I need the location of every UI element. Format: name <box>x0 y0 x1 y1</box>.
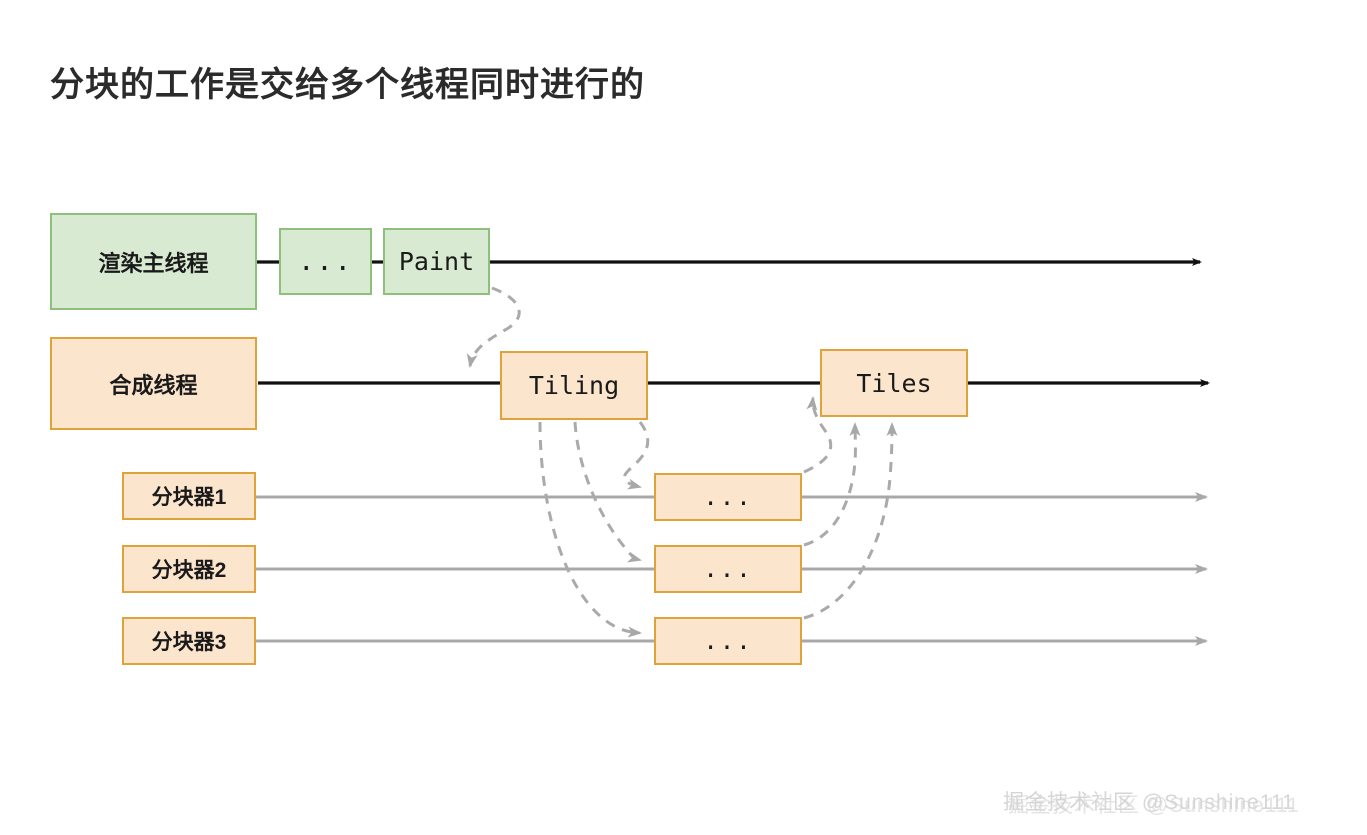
lane-label-tiler-1[interactable]: 分块器1 <box>122 472 256 520</box>
block-paint[interactable]: Paint <box>383 228 490 295</box>
block-tiler-2-work[interactable]: ... <box>654 545 802 593</box>
block-tiler-3-work[interactable]: ... <box>654 617 802 665</box>
block-main-ellipsis[interactable]: ... <box>279 228 372 295</box>
page-title: 分块的工作是交给多个线程同时进行的 <box>50 66 645 104</box>
flow-tiler-2-to-tiles <box>803 422 861 547</box>
lane-label-text: 分块器2 <box>151 559 227 582</box>
block-label-text: ... <box>703 483 753 511</box>
block-label-text: Tiles <box>856 368 932 398</box>
flow-tiling-to-tiler-2 <box>573 421 642 563</box>
lane-label-tiler-3[interactable]: 分块器3 <box>122 617 256 665</box>
lane-label-compositor-thread[interactable]: 合成线程 <box>50 337 257 430</box>
lane-label-text: 渲染主线程 <box>98 250 209 276</box>
block-tiles[interactable]: Tiles <box>820 349 968 417</box>
lane-label-text: 分块器3 <box>151 631 227 654</box>
lane-label-tiler-2[interactable]: 分块器2 <box>122 545 256 593</box>
lane-label-text: 合成线程 <box>109 372 198 398</box>
lane-label-text: 分块器1 <box>151 486 227 509</box>
block-label-text: Tiling <box>528 371 620 400</box>
block-tiler-1-work[interactable]: ... <box>654 473 802 521</box>
block-label-text: ... <box>703 627 753 655</box>
flow-tiling-to-tiler-3 <box>538 421 642 638</box>
lane-label-render-main-thread[interactable]: 渲染主线程 <box>50 213 257 310</box>
watermark: 掘金技术社区 @Sunshine111 <box>1003 791 1295 814</box>
block-label-text: ... <box>298 246 353 277</box>
flow-tiler-3-to-tiles <box>803 422 898 620</box>
block-label-text: Paint <box>398 247 475 276</box>
block-tiling[interactable]: Tiling <box>500 351 648 420</box>
flow-tiling-to-tiler-1 <box>622 421 650 490</box>
block-label-text: ... <box>703 555 753 583</box>
watermark-shadow: 掘金技术社区 @Sunshine111 <box>1008 794 1300 817</box>
